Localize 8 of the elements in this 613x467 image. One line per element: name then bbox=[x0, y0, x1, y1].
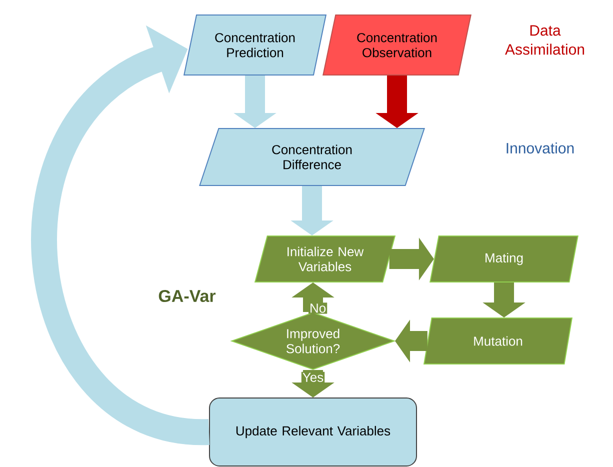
process-box: Update Relevant Variables bbox=[209, 398, 417, 466]
side-label: Innovation bbox=[506, 142, 574, 154]
parallelogram-box: Concentration Observation bbox=[322, 14, 472, 76]
block-arrow bbox=[31, 25, 210, 445]
side-label: GA-Var bbox=[158, 290, 216, 302]
edge-label: No bbox=[308, 302, 328, 314]
side-label: Data Assimilation bbox=[505, 25, 584, 55]
edge-label: Yes bbox=[301, 372, 325, 383]
